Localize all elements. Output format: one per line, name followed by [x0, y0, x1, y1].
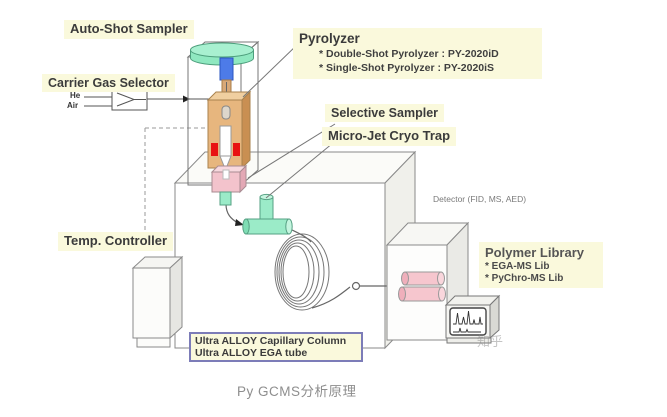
label-pointer-lines — [242, 43, 336, 199]
label-he: He — [70, 91, 81, 100]
gc-oven-front-face — [174, 182, 386, 349]
chromatogram-trace-icon — [453, 310, 483, 325]
label-carrier-gas-selector: Carrier Gas Selector — [42, 74, 175, 93]
union-connector — [351, 281, 361, 291]
cryo-trap-pointer — [265, 142, 334, 199]
selective-sampler-pointer — [247, 123, 336, 179]
heater-right — [233, 143, 240, 156]
label-block-polymer-library: Polymer Library * EGA-MS Lib * PyChro-MS… — [479, 242, 603, 288]
injector-blue-cylinder — [219, 57, 234, 81]
outlet-tube — [219, 191, 232, 206]
pyrolyzer-item: * Single-Shot Pyrolyzer : PY-2020iS — [319, 62, 495, 74]
quartz-sample-tube — [219, 125, 232, 157]
column-label-line: Ultra ALLOY EGA tube — [195, 347, 308, 359]
monitor-screen — [449, 307, 487, 336]
column-to-detector-line — [311, 286, 351, 309]
flow-arrow-icon — [183, 95, 190, 103]
selective-sampler-block — [210, 164, 248, 194]
pyrolyzer-title: Pyrolyzer — [299, 31, 360, 46]
column-label-line: Ultra ALLOY Capillary Column — [195, 335, 347, 347]
temp-controller-link — [144, 127, 207, 231]
polymer-library-title: Polymer Library — [485, 245, 584, 260]
label-detector: Detector (FID, MS, AED) — [433, 194, 527, 204]
ms-detector-cylinders — [398, 271, 446, 302]
label-auto-shot-sampler: Auto-Shot Sampler — [64, 20, 194, 39]
gc-oven-box — [173, 150, 417, 350]
pyrolyzer-pointer — [242, 43, 299, 98]
polymer-library-item: * PyChro-MS Lib — [485, 273, 564, 284]
capillary-column-coil — [274, 233, 330, 311]
polymer-library-item: * EGA-MS Lib — [485, 261, 550, 272]
watermark: 知乎 — [477, 334, 504, 349]
sample-cup — [221, 105, 231, 120]
temp-controller-base — [136, 337, 171, 348]
injector-stack — [219, 57, 234, 106]
heater-left — [211, 143, 218, 156]
label-block-pyrolyzer: Pyrolyzer * Double-Shot Pyrolyzer : PY-2… — [293, 28, 542, 79]
label-temp-controller: Temp. Controller — [58, 232, 174, 251]
flow-arrowhead-icon — [235, 219, 244, 226]
pyrolyzer-item: * Double-Shot Pyrolyzer : PY-2020iD — [319, 48, 499, 60]
diagram-caption: Py GCMS分析原理 — [237, 384, 357, 399]
label-micro-jet-cryo-trap: Micro-Jet Cryo Trap — [322, 127, 457, 146]
pyrolyzer-furnace — [206, 90, 252, 170]
temp-controller-unit — [131, 255, 184, 348]
furnace-right-face — [241, 90, 251, 170]
chromatogram-trace2-icon — [453, 327, 481, 333]
monitor-base — [446, 337, 492, 344]
data-system-monitor — [444, 294, 501, 344]
label-selective-sampler: Selective Sampler — [325, 104, 445, 123]
label-box-ultra-alloy: Ultra ALLOY Capillary Column Ultra ALLOY… — [189, 332, 363, 362]
label-air: Air — [67, 101, 79, 110]
